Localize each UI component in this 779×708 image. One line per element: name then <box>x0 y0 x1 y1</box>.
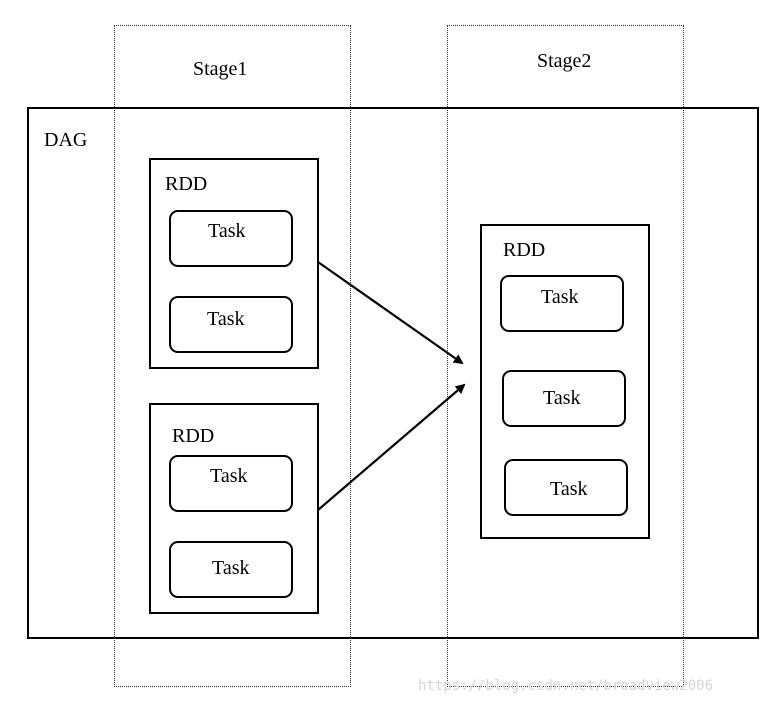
task-box <box>169 455 293 512</box>
stage2-region <box>447 25 684 687</box>
task-box <box>500 275 624 332</box>
task-box <box>169 210 293 267</box>
task-box <box>169 541 293 598</box>
rdd-label: RDD <box>172 425 215 447</box>
task-label: Task <box>212 557 250 579</box>
stage1-label: Stage1 <box>193 58 248 80</box>
stage2-label: Stage2 <box>537 50 592 72</box>
task-box <box>502 370 626 427</box>
task-label: Task <box>207 308 245 330</box>
task-label: Task <box>541 286 579 308</box>
arrow-rdd-bottom-to-stage2 <box>317 383 466 511</box>
task-label: Task <box>550 478 588 500</box>
task-label: Task <box>543 387 581 409</box>
task-box <box>169 296 293 353</box>
task-label: Task <box>208 220 246 242</box>
dag-container <box>27 107 759 639</box>
task-label: Task <box>210 465 248 487</box>
dag-label: DAG <box>44 129 88 151</box>
arrow-rdd-top-to-stage2 <box>317 261 464 365</box>
rdd-box-stage1-bottom <box>149 403 319 614</box>
task-box <box>504 459 628 516</box>
rdd-label: RDD <box>503 239 546 261</box>
rdd-box-stage2 <box>480 224 650 539</box>
stage1-region <box>114 25 351 687</box>
rdd-label: RDD <box>165 173 208 195</box>
watermark-text: https://blog.csdn.net/broadview2006 <box>418 678 714 694</box>
rdd-box-stage1-top <box>149 158 319 369</box>
